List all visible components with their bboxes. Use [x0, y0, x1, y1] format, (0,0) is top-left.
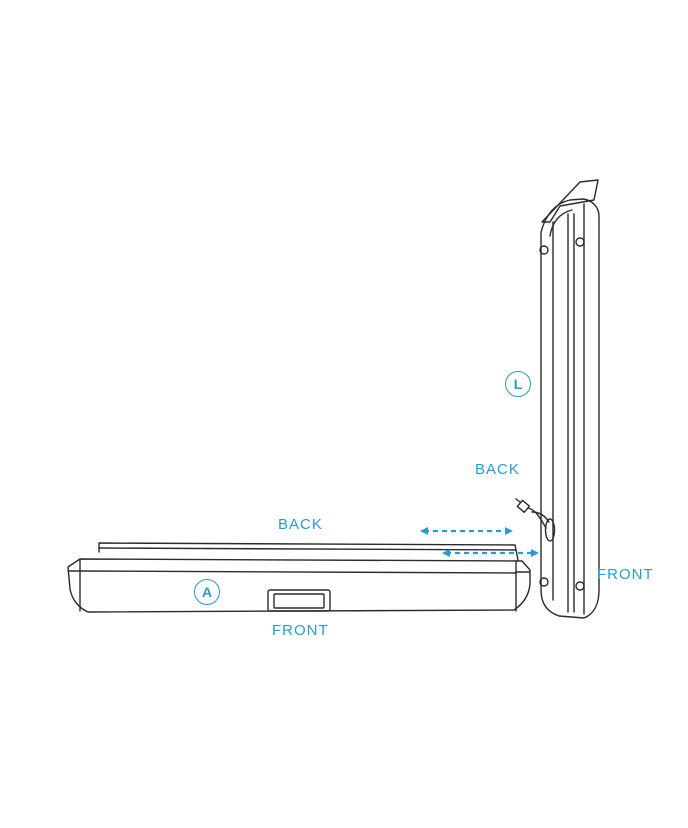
unit-l-front-label: FRONT — [597, 566, 654, 583]
unit-a-back-label: BACK — [278, 516, 323, 533]
movement-arrows — [420, 527, 539, 557]
unit-l-clip-top-left — [539, 245, 549, 255]
unit-l-drawing — [515, 179, 600, 619]
unit-l-badge: L — [505, 371, 531, 397]
unit-l-clip-top-right — [575, 237, 585, 247]
unit-l-back-label: BACK — [475, 461, 520, 478]
unit-a-front-label: FRONT — [272, 622, 329, 639]
unit-a-drawing — [67, 542, 531, 613]
unit-a-body — [67, 558, 531, 613]
unit-a-window-outer — [267, 589, 331, 612]
unit-a-front-ridge — [79, 570, 517, 574]
unit-l-top-cap — [541, 179, 599, 223]
unit-l-port — [544, 518, 556, 542]
unit-l-plug — [516, 499, 531, 513]
unit-a-window-inner — [273, 593, 325, 609]
unit-l-rail-top — [549, 209, 573, 237]
unit-l-clip-bottom-left — [539, 577, 549, 587]
unit-a-top-plate — [98, 542, 519, 561]
unit-a-top-plate-edge — [98, 547, 517, 551]
unit-l-clip-bottom-right — [575, 581, 585, 591]
unit-l-body — [540, 198, 600, 619]
unit-l-cable — [527, 507, 547, 529]
unit-a-badge: A — [194, 579, 220, 605]
